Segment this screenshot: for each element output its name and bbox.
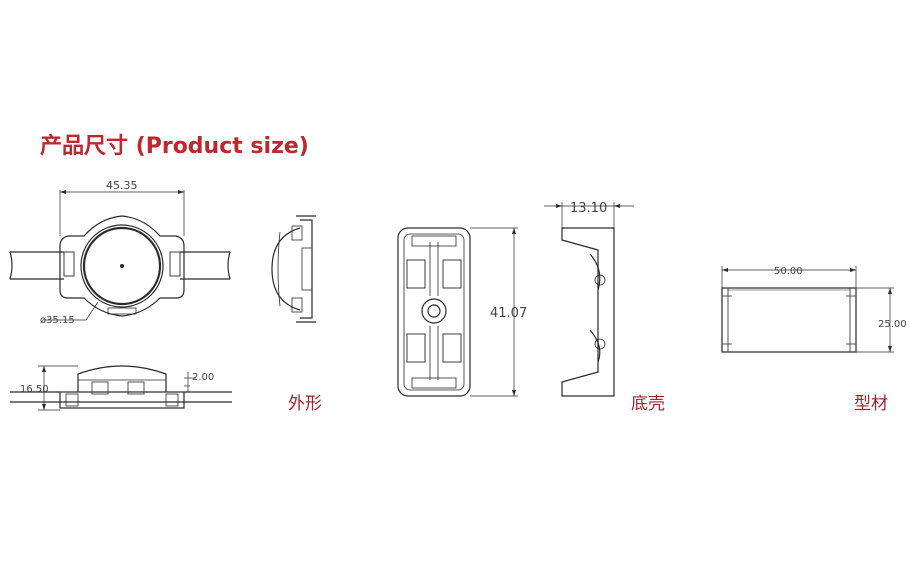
dim-profile-height: 25.00 xyxy=(878,319,907,330)
module-edge-view xyxy=(271,215,316,323)
dim-module-height: 16.50 xyxy=(20,384,49,395)
dim-module-width: 45.35 xyxy=(106,179,138,192)
dim-lens-diameter: ø35.15 xyxy=(40,315,75,326)
dim-base-thickness: 2.00 xyxy=(192,372,214,383)
caption-profile: 型材 xyxy=(854,394,888,414)
page-title: 产品尺寸 (Product size) xyxy=(40,134,309,159)
caption-outline: 外形 xyxy=(288,394,322,414)
base-shell-side-view xyxy=(544,202,634,397)
profile-section-view xyxy=(721,266,894,353)
caption-base: 底壳 xyxy=(631,394,665,414)
dim-profile-width: 50.00 xyxy=(774,266,803,277)
module-top-view xyxy=(9,190,231,321)
module-side-view xyxy=(10,365,232,411)
dim-base-depth: 13.10 xyxy=(570,201,607,216)
base-shell-view xyxy=(397,227,518,397)
dim-base-length: 41.07 xyxy=(490,306,527,321)
